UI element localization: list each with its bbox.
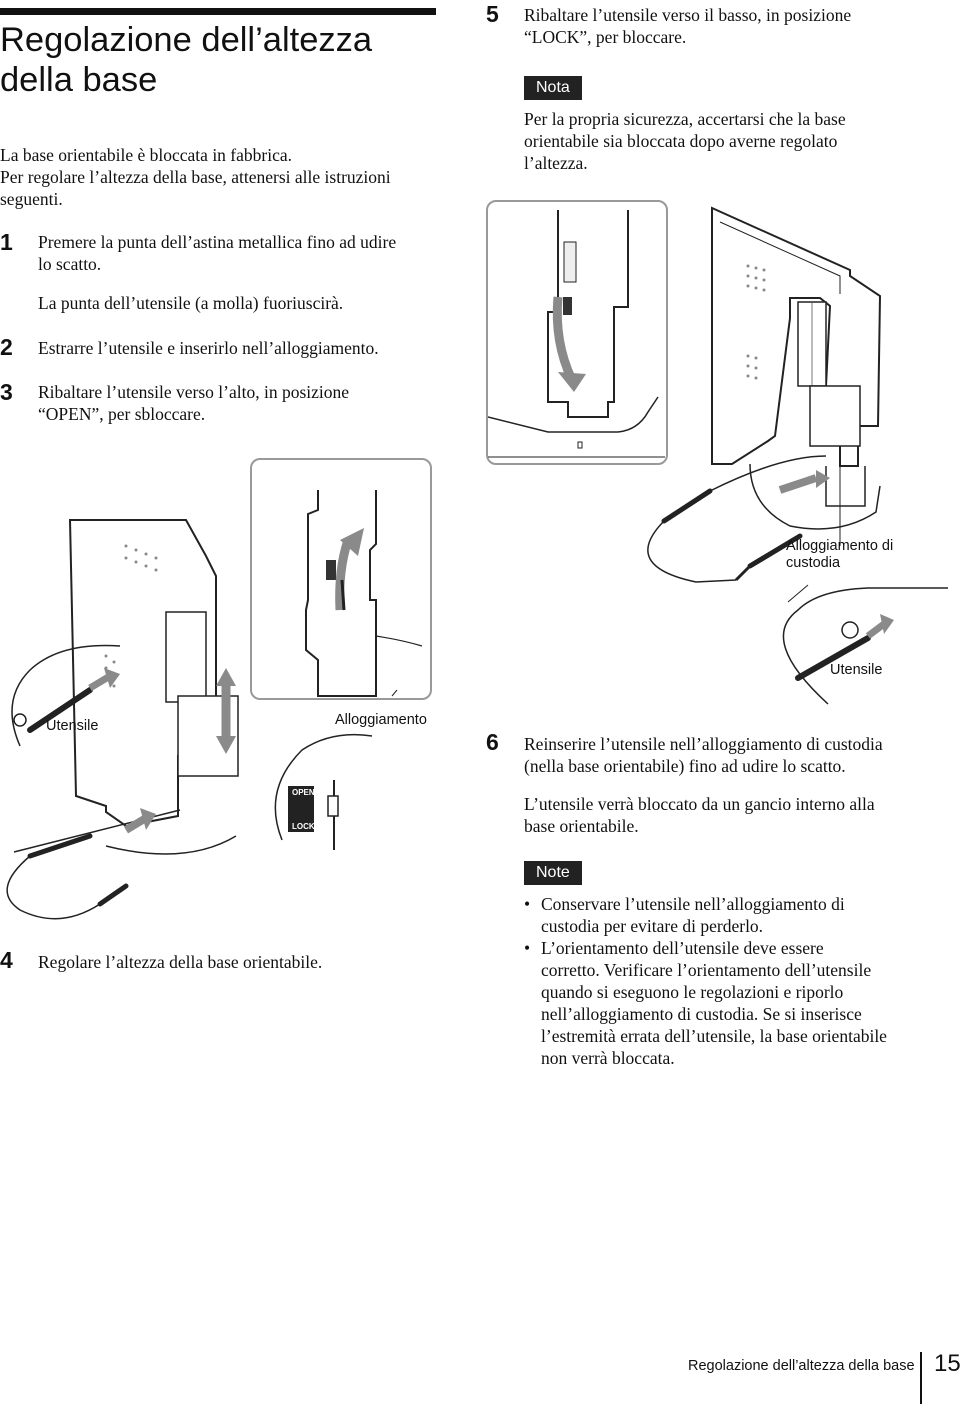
slot-callout xyxy=(262,730,382,850)
step-6-sub-line-1: L’utensile verrà bloccato da un gancio i… xyxy=(524,794,875,814)
note-bullet-2-line-5: l’estremità errata dell’utensile, la bas… xyxy=(541,1026,887,1046)
tool-callout-left-shape xyxy=(11,644,121,747)
note-bullet-2-line-1: L’orientamento dell’utensile deve essere xyxy=(541,938,824,958)
utensile-label-right: Utensile xyxy=(830,662,883,678)
step-2-number: 2 xyxy=(0,334,13,360)
lock-mark: LOCK xyxy=(292,822,315,831)
step-6-line-1: Reinserire l’utensile nell’alloggiamento… xyxy=(524,734,883,754)
note-bullet-2-line-4: nell’alloggiamento di custodia. Se si in… xyxy=(541,1004,862,1024)
intro-line-2: Per regolare l’altezza della base, atten… xyxy=(0,167,391,187)
step-6-text: Reinserire l’utensile nell’alloggiamento… xyxy=(524,733,944,777)
step-6-sub-line-2: base orientabile. xyxy=(524,816,639,836)
tool-callout-right-shape xyxy=(782,584,948,705)
monitor-left-illustration xyxy=(68,519,239,855)
tool-callout-right xyxy=(768,580,960,710)
step-2-text: Estrarre l’utensile e inserirlo nell’all… xyxy=(38,338,379,358)
monitor-height-illustration xyxy=(66,516,246,866)
step-5-number: 5 xyxy=(486,1,499,27)
note-bullet-2: L’orientamento dell’utensile deve essere… xyxy=(524,937,944,1069)
note-bullet-2-line-3: quando si eseguono le regolazioni e ripo… xyxy=(541,982,844,1002)
note-bullet-2-line-2: corretto. Verificare l’orientamento dell… xyxy=(541,960,872,980)
step-6-number: 6 xyxy=(486,729,499,755)
note-list: Conservare l’utensile nell’alloggiamento… xyxy=(524,893,944,1069)
step-5-line-2: “LOCK”, per bloccare. xyxy=(524,27,687,47)
alloggiamento-custodia-line-2: custodia xyxy=(786,555,841,571)
title-rule xyxy=(0,8,436,15)
intro-line-3: seguenti. xyxy=(0,189,63,209)
step-6-sub: L’utensile verrà bloccato da un gancio i… xyxy=(524,793,944,837)
title-line-1: Regolazione dell’altezza xyxy=(0,21,373,59)
step-5-text: Ribaltare l’utensile verso il basso, in … xyxy=(524,4,944,48)
step-1-line-2: lo scatto. xyxy=(38,254,102,274)
step-4-text: Regolare l’altezza della base orientabil… xyxy=(38,952,323,972)
alloggiamento-custodia-line-1: Alloggiamento di xyxy=(786,538,894,554)
nota-text: Per la propria sicurezza, accertarsi che… xyxy=(524,108,944,174)
intro-paragraph: La base orientabile è bloccata in fabbri… xyxy=(0,144,440,210)
tool-callout-left xyxy=(0,640,130,750)
nota-line-2: orientabile sia bloccata dopo averne reg… xyxy=(524,131,838,151)
intro-line-1: La base orientabile è bloccata in fabbri… xyxy=(0,145,292,165)
step-6-line-2: (nella base orientabile) fino ad udire l… xyxy=(524,756,846,776)
step-1-line-1: Premere la punta dell’astina metallica f… xyxy=(38,232,397,252)
step-3-line-1: Ribaltare l’utensile verso l’alto, in po… xyxy=(38,382,350,402)
running-footer-title: Regolazione dell’altezza della base xyxy=(688,1358,915,1374)
open-closeup-illustration xyxy=(305,490,423,697)
alloggiamento-label: Alloggiamento xyxy=(335,712,427,728)
storage-illustration xyxy=(640,206,940,616)
step-1-sub: La punta dell’utensile (a molla) fuorius… xyxy=(38,293,344,313)
step-3-line-2: “OPEN”, per sbloccare. xyxy=(38,404,206,424)
footer-divider xyxy=(920,1352,922,1404)
slot-callout-shape xyxy=(274,733,373,850)
note-bullet-1: Conservare l’utensile nell’alloggiamento… xyxy=(524,893,944,937)
utensile-label-left: Utensile xyxy=(46,718,99,734)
step-5-line-1: Ribaltare l’utensile verso il basso, in … xyxy=(524,5,852,25)
step-1-number: 1 xyxy=(0,229,13,255)
note-bullet-2-line-6: non verrà bloccata. xyxy=(541,1048,675,1068)
open-closeup-frame xyxy=(250,458,432,700)
nota-line-3: l’altezza. xyxy=(524,153,588,173)
step-4-number: 4 xyxy=(0,947,13,973)
step-3-text: Ribaltare l’utensile verso l’alto, in po… xyxy=(38,381,448,425)
monitor-back-illustration xyxy=(647,206,882,583)
lock-closeup-frame xyxy=(486,200,668,465)
step-1-text: Premere la punta dell’astina metallica f… xyxy=(38,231,448,275)
step-3-number: 3 xyxy=(0,379,13,405)
open-mark: OPEN xyxy=(292,788,315,797)
page-title: Regolazione dell’altezza della base xyxy=(0,20,440,100)
nota-badge: Nota xyxy=(524,76,582,100)
title-line-2: della base xyxy=(0,61,158,99)
tool-removal-illustration xyxy=(0,800,250,940)
note-badge: Note xyxy=(524,861,582,885)
note-bullet-1-line-2: custodia per evitare di perderlo. xyxy=(541,916,764,936)
lock-closeup-illustration xyxy=(487,210,665,458)
nota-line-1: Per la propria sicurezza, accertarsi che… xyxy=(524,109,846,129)
note-bullet-1-line-1: Conservare l’utensile nell’alloggiamento… xyxy=(541,894,845,914)
alloggiamento-custodia-label: Alloggiamento di custodia xyxy=(786,538,893,572)
page-number: 15 xyxy=(934,1350,960,1377)
tool-removal-shape xyxy=(6,808,181,920)
